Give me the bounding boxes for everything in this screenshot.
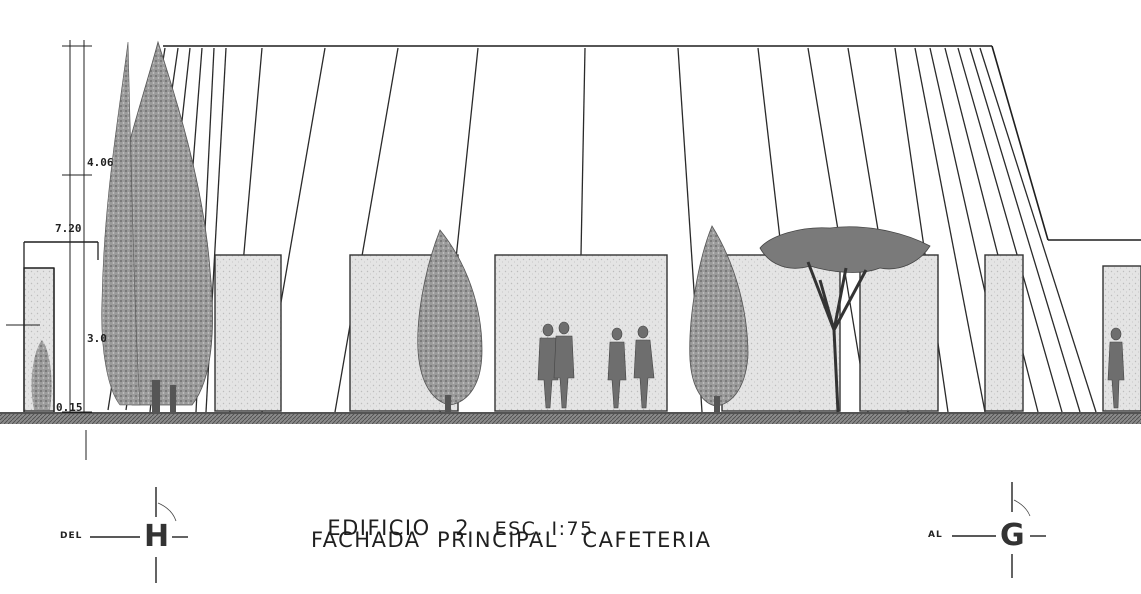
dimension-upper: 4.06 [87, 156, 114, 169]
title-building: EDIFICIO [327, 516, 431, 540]
title-scale: ESC. I:75 [494, 518, 594, 540]
shrub-left [31, 340, 52, 410]
marker-to-prefix: AL [928, 530, 943, 540]
dimension-lower: 3.0 [87, 332, 107, 345]
marker-from-prefix: DEL [60, 531, 83, 541]
section-marker-from: DEL H [60, 485, 190, 585]
ground-line [0, 414, 1141, 424]
dimension-lines [6, 40, 92, 460]
umbrella-pine-tree [759, 226, 931, 413]
drawing-title-line2: FACHADA PRINCIPAL CAFETERIA [311, 528, 712, 552]
cypress-tree-large [101, 40, 213, 414]
marker-to-letter: G [1000, 518, 1025, 553]
people-figures [537, 321, 1125, 409]
marker-from-letter: H [144, 519, 170, 554]
dimension-total: 7.20 [55, 222, 82, 235]
drawing-title-line1: EDIFICIO 2 ESC. I:75 [311, 492, 594, 540]
left-wall [23, 242, 99, 412]
section-marker-to: AL G [928, 480, 1058, 580]
title-building-number: 2 [455, 516, 471, 540]
dimension-base: 0.15 [56, 401, 83, 414]
crosshair-icon [90, 487, 188, 583]
cypress-tree-right [689, 225, 749, 413]
crosshair-icon [952, 482, 1046, 578]
cypress-tree-middle [417, 229, 483, 413]
